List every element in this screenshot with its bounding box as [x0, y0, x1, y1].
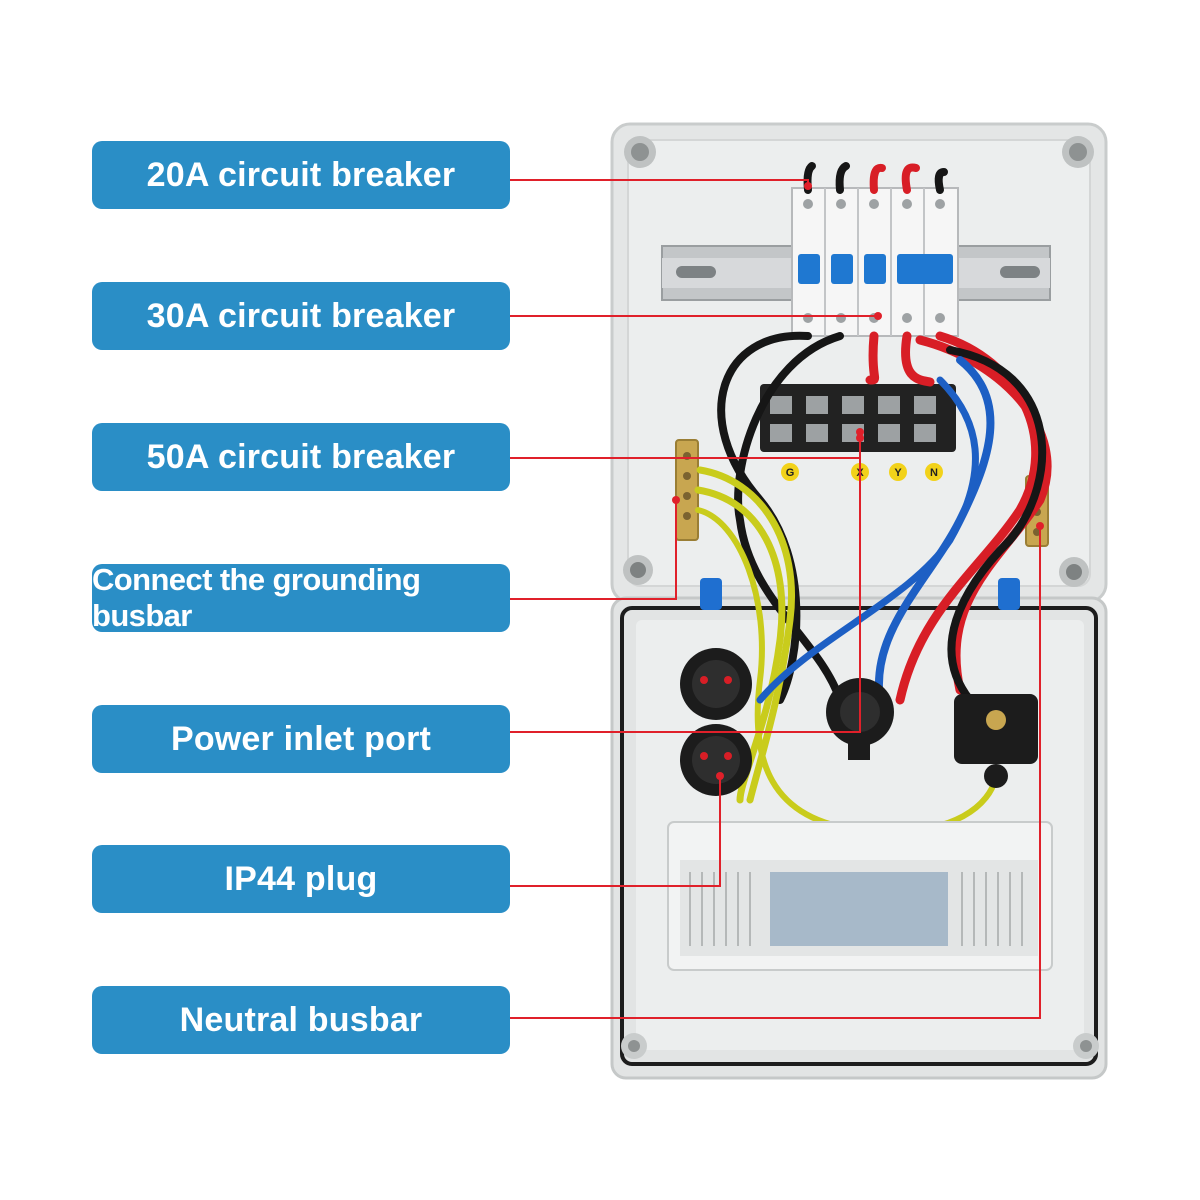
- callout-50a-breaker: 50A circuit breaker: [92, 423, 510, 491]
- leader-line-grounding: [510, 500, 677, 600]
- breaker-top-wires: [803, 162, 948, 194]
- callout-ip44-plug: IP44 plug: [92, 845, 510, 913]
- terminal-label-n: N: [930, 467, 938, 479]
- terminal-block: [760, 384, 956, 452]
- callout-grounding-busbar: Connect the grounding busbar: [92, 562, 510, 633]
- callout-20a-breaker: 20A circuit breaker: [92, 141, 510, 209]
- terminal-label-y: Y: [894, 467, 902, 479]
- ip44-sockets: [680, 648, 752, 796]
- wiring: [694, 331, 1052, 835]
- breaker-window-cover: [667, 821, 1053, 971]
- callout-neutral-busbar: Neutral busbar: [92, 986, 510, 1054]
- leader-endpoints: [672, 182, 1044, 780]
- callout-30a-breaker: 30A circuit breaker: [92, 282, 510, 350]
- callout-power-inlet-port: Power inlet port: [92, 705, 510, 773]
- leader-lines: [510, 179, 1041, 1019]
- leader-line-neutral: [510, 526, 1041, 1019]
- terminal-connector: [954, 694, 1038, 788]
- leader-line-power-inlet: [510, 438, 861, 733]
- terminal-label-g: G: [786, 467, 795, 479]
- leader-line-ip44: [510, 776, 721, 887]
